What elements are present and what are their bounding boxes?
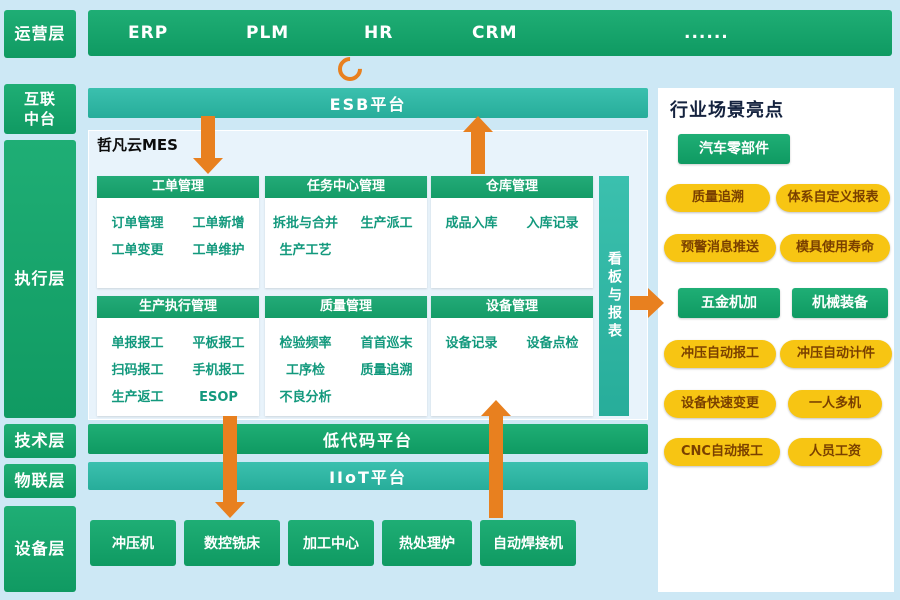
highlights-title: 行业场景亮点: [670, 100, 784, 121]
system-crm: CRM: [472, 23, 518, 43]
layer-middle-platform: 互联 中台: [4, 84, 76, 134]
module-title: 生产执行管理: [97, 296, 259, 318]
system-erp: ERP: [128, 23, 169, 43]
module-quality: 质量管理 检验频率 首首巡末 工序检 质量追溯 不良分析: [265, 296, 427, 416]
module-production-execution: 生产执行管理 单报报工 平板报工 扫码报工 手机报工 生产返工 ESOP: [97, 296, 259, 416]
highlight-pill: 体系自定义报表: [776, 184, 890, 212]
module-title: 设备管理: [431, 296, 593, 318]
module-item: 工序检: [285, 363, 325, 378]
top-systems-bar: ERP PLM HR CRM ......: [88, 10, 892, 56]
arrow-up-mes-to-esb: [463, 116, 493, 174]
module-item: 单报报工: [111, 336, 164, 351]
highlight-pill: 模具使用寿命: [780, 234, 890, 262]
module-item: 工单维护: [192, 243, 245, 258]
mes-panel: 哲凡云MES 工单管理 订单管理 工单新增 工单变更 工单维护 任务中心管理 拆…: [88, 130, 648, 420]
module-item: 入库记录: [526, 216, 579, 231]
module-item: 生产返工: [111, 390, 164, 405]
industry-machinery-equipment: 机械装备: [792, 288, 888, 318]
module-title: 仓库管理: [431, 176, 593, 198]
layer-execution: 执行层: [4, 140, 76, 418]
esb-platform-bar: ESB平台: [88, 88, 648, 118]
module-item: 设备点检: [526, 336, 579, 351]
highlight-pill: 设备快速变更: [664, 390, 776, 418]
industry-highlights-panel: 行业场景亮点 汽车零部件 质量追溯 体系自定义报表 预警消息推送 模具使用寿命 …: [658, 88, 894, 592]
module-task-center: 任务中心管理 拆批与合并 生产派工 生产工艺: [265, 176, 427, 288]
module-item: 平板报工: [192, 336, 245, 351]
module-warehouse: 仓库管理 成品入库 入库记录: [431, 176, 593, 288]
module-title: 工单管理: [97, 176, 259, 198]
module-item: 生产工艺: [279, 243, 332, 258]
mes-title: 哲凡云MES: [97, 136, 178, 154]
module-item: 不良分析: [279, 390, 332, 405]
module-item: 首首巡末: [360, 336, 413, 351]
module-title: 质量管理: [265, 296, 427, 318]
module-item: 工单新增: [192, 216, 245, 231]
module-item: ESOP: [199, 390, 238, 405]
module-item: 手机报工: [192, 363, 245, 378]
highlight-pill: CNC自动报工: [664, 438, 780, 466]
device-punch-press: 冲压机: [90, 520, 176, 566]
module-item: 检验频率: [279, 336, 332, 351]
highlight-pill: 一人多机: [788, 390, 882, 418]
module-item: 生产派工: [360, 216, 413, 231]
highlight-pill: 预警消息推送: [664, 234, 776, 262]
system-plm: PLM: [246, 23, 290, 43]
layer-device: 设备层: [4, 506, 76, 592]
system-hr: HR: [364, 23, 394, 43]
arrow-up-devices-to-mes: [481, 400, 511, 518]
arrow-down-esb-to-mes: [193, 116, 223, 174]
device-heat-treatment-furnace: 热处理炉: [382, 520, 472, 566]
module-item: 成品入库: [445, 216, 498, 231]
system-more: ......: [684, 23, 729, 43]
module-title: 任务中心管理: [265, 176, 427, 198]
layer-technology: 技术层: [4, 424, 76, 458]
highlight-pill: 冲压自动报工: [664, 340, 776, 368]
sync-icon: [333, 52, 367, 86]
device-machining-center: 加工中心: [288, 520, 374, 566]
module-equipment: 设备管理 设备记录 设备点检: [431, 296, 593, 416]
module-work-order: 工单管理 订单管理 工单新增 工单变更 工单维护: [97, 176, 259, 288]
layer-operations: 运营层: [4, 10, 76, 58]
layer-iot: 物联层: [4, 464, 76, 498]
module-item: 工单变更: [111, 243, 164, 258]
iiot-platform-bar: IIoT平台: [88, 462, 648, 490]
highlight-pill: 人员工资: [788, 438, 882, 466]
lowcode-platform-bar: 低代码平台: [88, 424, 648, 454]
industry-auto-parts: 汽车零部件: [678, 134, 790, 164]
device-auto-welder: 自动焊接机: [480, 520, 576, 566]
module-item: 订单管理: [111, 216, 164, 231]
module-item: 扫码报工: [111, 363, 164, 378]
module-item: 设备记录: [445, 336, 498, 351]
device-cnc-mill: 数控铣床: [184, 520, 280, 566]
arrow-right-mes-to-highlights: [630, 288, 664, 318]
industry-hardware-machining: 五金机加: [678, 288, 780, 318]
module-item: 拆批与合并: [272, 216, 338, 231]
highlight-pill: 质量追溯: [666, 184, 770, 212]
highlight-pill: 冲压自动计件: [780, 340, 892, 368]
arrow-down-mes-to-devices: [215, 416, 245, 518]
module-item: 质量追溯: [360, 363, 413, 378]
kanban-reports-bar: 看板与报表: [599, 176, 629, 416]
